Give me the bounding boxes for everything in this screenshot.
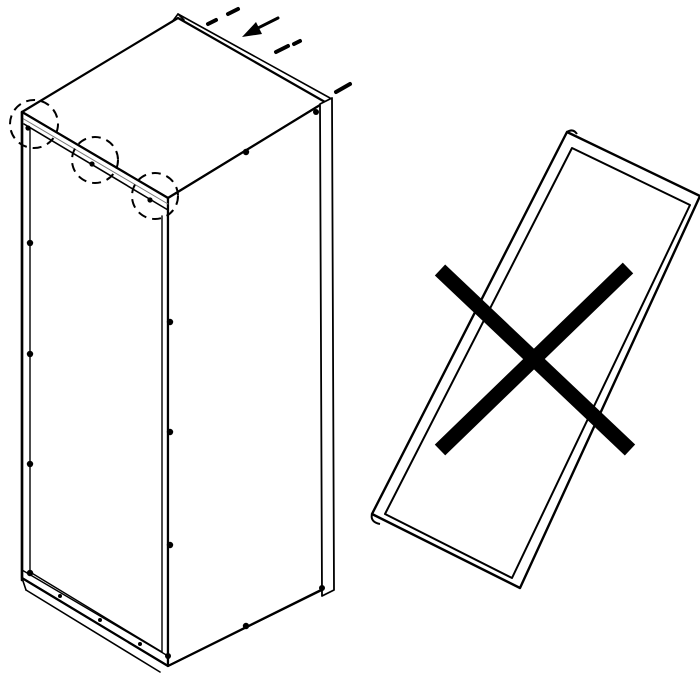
dash-mark — [334, 82, 352, 94]
bolt — [138, 642, 142, 646]
bolt — [313, 109, 319, 115]
bolt — [242, 148, 250, 156]
front-top-rail-inner — [21, 117, 169, 205]
bolt — [25, 125, 31, 131]
frame-corner-bottom-left — [370, 513, 381, 525]
base-rail-lower — [25, 589, 161, 673]
dashed-highlight-circle — [71, 136, 119, 184]
cabinet-right-face — [166, 100, 327, 668]
bolt — [166, 428, 174, 436]
bolt — [319, 585, 325, 591]
dash-mark — [292, 39, 302, 46]
bolt — [242, 622, 250, 630]
highlight-circles — [9, 99, 179, 220]
dashed-highlight-circle — [9, 99, 59, 149]
bolt — [98, 618, 102, 622]
base-rail-outer — [21, 577, 169, 667]
cabinet — [20, 13, 335, 673]
dash-mark — [206, 18, 218, 26]
bolt — [26, 350, 34, 358]
bolt — [26, 569, 34, 577]
top-back-edge-line — [177, 13, 331, 99]
bolt — [147, 197, 153, 203]
x-mark-stroke — [434, 262, 634, 456]
base-rail-mid — [21, 569, 169, 657]
front-top-rail — [23, 123, 169, 211]
bolt — [166, 541, 174, 549]
bolt — [89, 161, 95, 167]
bolt — [26, 460, 34, 468]
dashed-highlight-circle — [131, 172, 179, 220]
frame-corner-top — [566, 129, 578, 135]
cabinet-bolts — [25, 109, 325, 659]
bolt — [58, 594, 62, 598]
bolt — [165, 653, 171, 659]
dash-mark — [226, 7, 240, 16]
bolt — [26, 239, 34, 247]
inward-arrow-icon — [242, 22, 262, 37]
dash-mark — [274, 44, 290, 54]
x-mark-icon — [434, 262, 636, 456]
cabinet-right-post — [319, 97, 335, 597]
bolt — [166, 318, 174, 326]
